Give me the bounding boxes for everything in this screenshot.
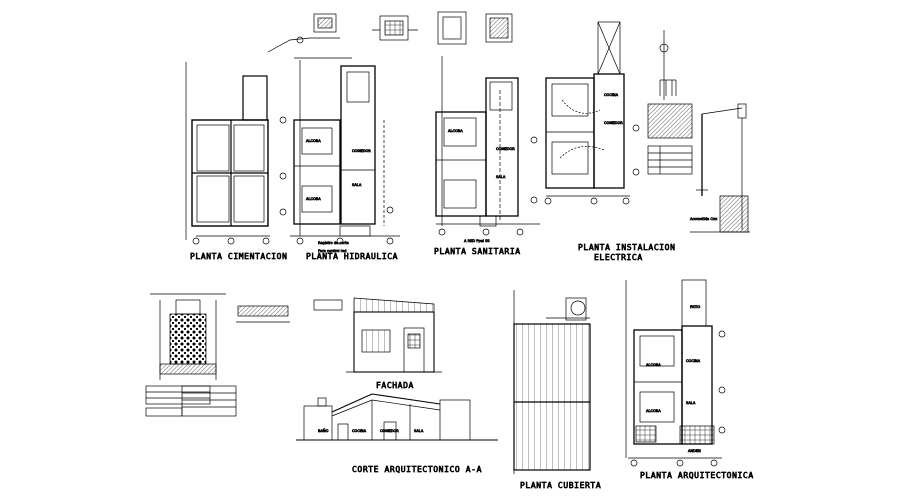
room-comedor-hidr: COMEDOR [352,149,371,153]
note-hidraulica-2: Para control red [318,249,347,253]
room-cocina-elec: COCINA [604,93,619,97]
electrical-riser [647,30,693,175]
service-mast [690,103,750,233]
note-acometida: Acometida Cnx [690,217,718,221]
room-sala-arq: SALA [686,401,696,405]
room-comedor-elec: COMEDOR [604,121,623,125]
elevation-fachada [313,297,442,373]
footing-detail [145,293,290,417]
room-patio-arq: PATIO [690,305,700,309]
title-corte: CORTE ARQUITECTONICO A-A [352,465,482,474]
title-planta-cimentacion: PLANTA CIMENTACION [190,252,288,261]
title-planta-hidraulica: PLANTA HIDRAULICA [306,252,398,261]
room-comedor-corte: COMEDOR [380,429,399,433]
title-planta-electrica-2: ELECTRICA [594,253,643,262]
title-planta-cubierta: PLANTA CUBIERTA [520,481,601,490]
plan-cubierta [513,290,591,474]
section-corte [296,393,498,441]
room-bano-corte: BAÑO [318,428,329,433]
room-alcoba-hidr: ALCOBA [306,139,321,143]
room-comedor-san: COMEDOR [496,147,515,151]
room-alcoba-hidr-2: ALCOBA [306,197,321,201]
plan-cimentacion [185,62,287,245]
room-cocina-corte: COCINA [352,429,367,433]
room-sala-corte: SALA [414,429,424,433]
title-planta-arquitectonica: PLANTA ARQUITECTONICA [640,471,754,480]
room-alcoba-arq: ALCOBA [646,363,661,367]
note-sanitaria: A RED Ppal SS [464,239,490,243]
plan-hidraulica [290,60,400,245]
note-hidraulica-1: Registro de corte [318,241,350,245]
room-sala-san: SALA [496,175,506,179]
title-fachada: FACHADA [376,381,414,390]
plan-arquitectonica [625,279,726,467]
plan-electrica [544,21,640,205]
room-sala-hidr: SALA [352,183,362,187]
title-planta-sanitaria: PLANTA SANITARIA [434,247,521,256]
room-anden-arq: ANDEN [688,449,701,453]
top-details [267,11,513,59]
room-alcoba-arq-2: ALCOBA [646,409,661,413]
plan-sanitaria [435,56,540,236]
room-cocina-arq: COCINA [686,359,701,363]
title-planta-electrica-1: PLANTA INSTALACION [578,243,676,252]
room-alcoba-san: ALCOBA [448,129,463,133]
